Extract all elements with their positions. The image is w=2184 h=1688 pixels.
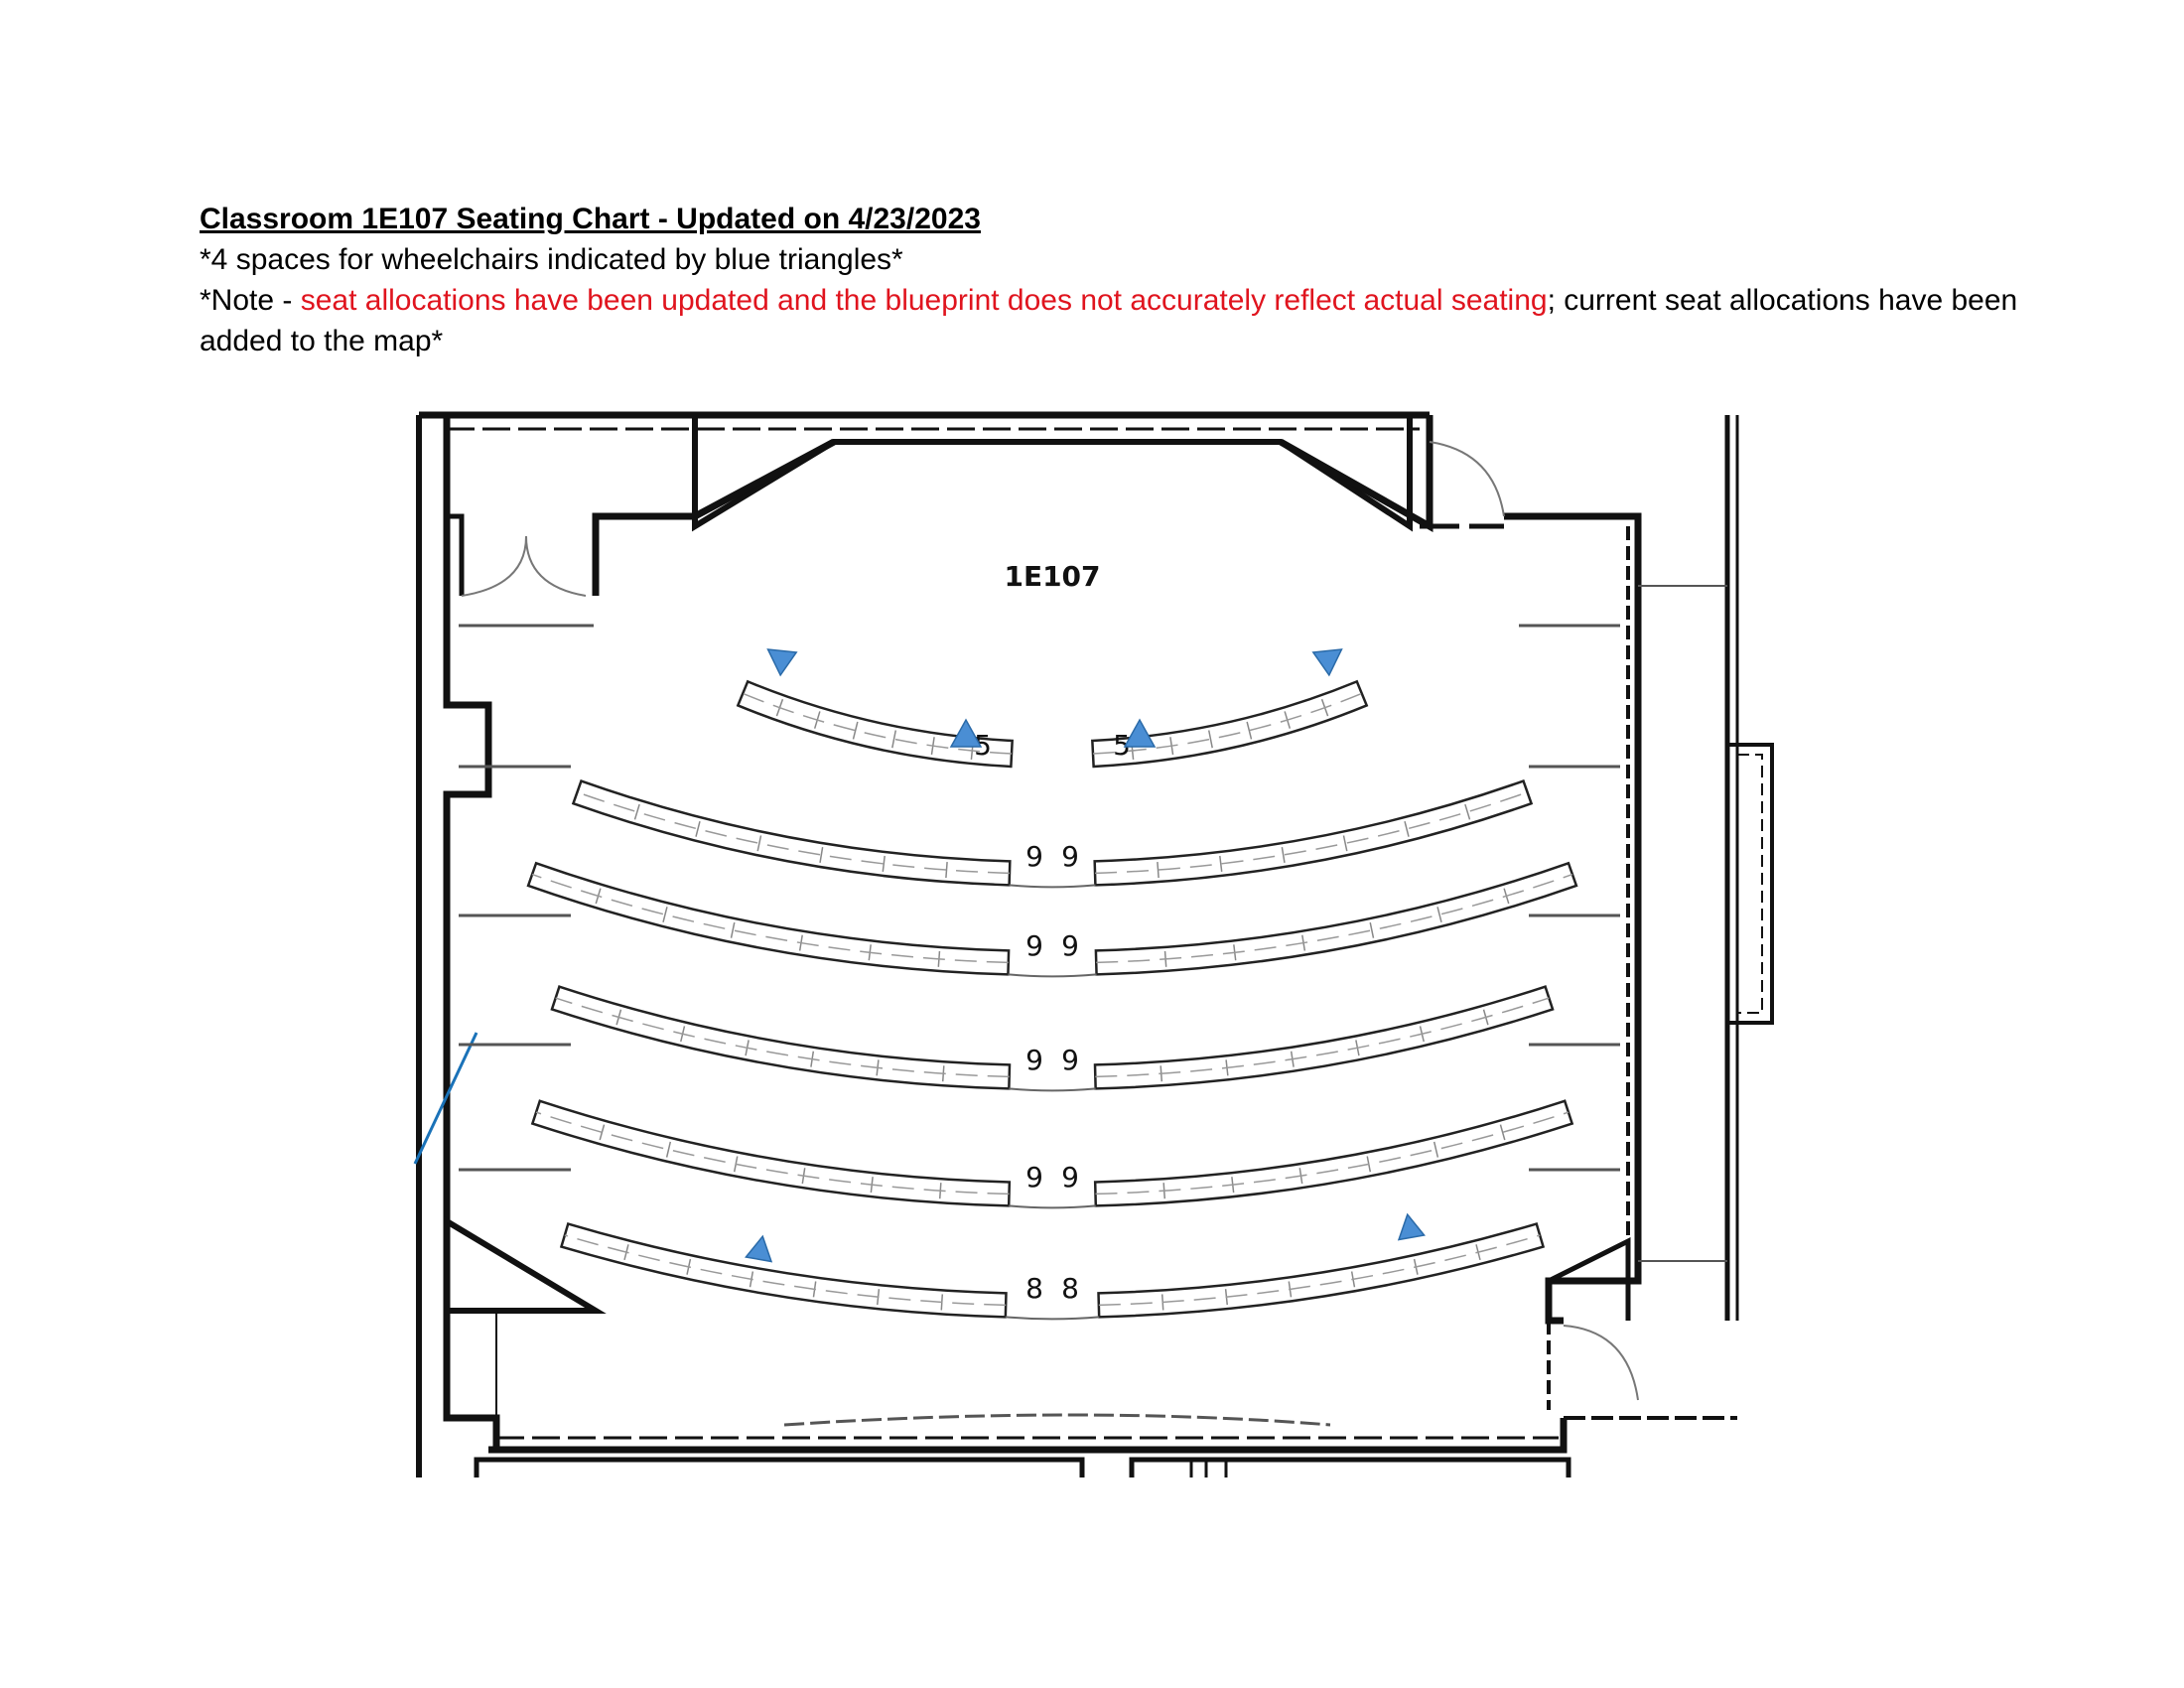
seat-divider	[1207, 730, 1213, 749]
row-1-right-count: 5	[1113, 729, 1131, 762]
row-connector	[1009, 1087, 1096, 1092]
seat-row-centerline	[535, 1111, 1010, 1196]
row-connector	[1009, 1204, 1096, 1209]
seat-divider	[819, 846, 824, 864]
stage-wall	[592, 438, 836, 596]
seat-row-centerline	[1096, 873, 1573, 964]
seat-divider	[891, 730, 897, 749]
right-wall	[1504, 512, 1642, 1325]
wheelchair-markers	[745, 648, 1426, 1263]
seat-divider	[852, 721, 859, 740]
seat-divider	[1433, 1141, 1439, 1158]
seat-divider	[665, 1141, 672, 1158]
seat-divider	[1157, 862, 1160, 879]
seat-divider	[662, 907, 668, 923]
row-3-left-count: 9	[1025, 929, 1043, 962]
seat-row-centerline	[742, 692, 1013, 755]
row-5-left-count: 9	[1025, 1161, 1043, 1194]
row-4-left-count: 9	[1025, 1044, 1043, 1076]
wheelchair-icon	[745, 1234, 773, 1263]
wheelchair-note: *4 spaces for wheelchairs indicated by b…	[200, 243, 903, 276]
seat-row-3-right	[1094, 861, 1578, 976]
row-connector	[1008, 973, 1097, 978]
page-header: Classroom 1E107 Seating Chart - Updated …	[200, 199, 2046, 361]
seat-divider	[945, 862, 948, 879]
seat-row-centerline	[1098, 1234, 1541, 1307]
row-6-left-count: 8	[1025, 1272, 1043, 1305]
seat-divider	[1436, 907, 1442, 923]
seat-divider	[1464, 803, 1471, 820]
seat-divider	[1499, 1124, 1506, 1141]
aisle-lines	[459, 624, 1620, 1172]
wheelchair-icon	[1311, 648, 1343, 677]
row-4-right-count: 9	[1061, 1044, 1079, 1076]
seat-divider	[730, 921, 736, 938]
seat-row-centerline	[577, 791, 1010, 875]
seat-divider	[882, 855, 886, 872]
note-warning: seat allocations have been updated and t…	[300, 284, 1548, 317]
seat-rows	[526, 679, 1578, 1321]
row-connector	[1005, 1316, 1100, 1321]
wheelchair-icon	[1123, 718, 1157, 748]
seat-row-4-right	[1093, 985, 1555, 1090]
row-3-right-count: 9	[1061, 929, 1079, 962]
note-prefix: *Note -	[200, 284, 301, 317]
seat-row-2-right	[1093, 778, 1534, 887]
seat-row-5-left	[530, 1099, 1012, 1207]
seat-row-centerline	[1095, 791, 1528, 875]
door-swing-bottom-right	[1563, 1325, 1639, 1401]
wheelchair-icon	[1397, 1212, 1426, 1241]
seat-row-1-right	[1091, 679, 1369, 769]
row-2-right-count: 9	[1061, 840, 1079, 873]
seat-row-3-left	[526, 861, 1011, 976]
seat-row-6-left	[559, 1221, 1008, 1319]
seat-divider	[1342, 835, 1348, 852]
seat-row-2-left	[571, 778, 1012, 887]
seat-divider	[1281, 846, 1286, 864]
seat-row-centerline	[1092, 692, 1363, 755]
seat-row-centerline	[531, 873, 1009, 964]
row-6-right-count: 8	[1061, 1272, 1079, 1305]
accent-line	[413, 1032, 478, 1165]
seat-row-4-left	[550, 985, 1012, 1090]
seat-row-centerline	[1095, 997, 1550, 1078]
seat-row-5-right	[1093, 1099, 1574, 1207]
seat-divider	[1404, 820, 1410, 837]
door-swing-top-right	[1429, 441, 1505, 517]
seat-row-centerline	[1095, 1111, 1570, 1196]
page-title: Classroom 1E107 Seating Chart - Updated …	[200, 203, 981, 235]
room-label: 1E107	[1004, 560, 1100, 593]
seat-divider	[695, 820, 701, 837]
row-2-left-count: 9	[1025, 840, 1043, 873]
row-5-right-count: 9	[1061, 1161, 1079, 1194]
seat-row-centerline	[564, 1234, 1007, 1307]
seat-divider	[756, 835, 762, 852]
wheelchair-icon	[766, 648, 798, 677]
seat-row-6-right	[1097, 1221, 1546, 1319]
seat-divider	[1369, 921, 1375, 938]
note-suffix: ; current seat allocations have been add…	[200, 284, 2018, 357]
seat-row-1-left	[736, 679, 1014, 769]
allocation-note: *Note - seat allocations have been updat…	[200, 280, 2046, 361]
door-swing-top-left	[461, 535, 587, 597]
row-1-left-count: 5	[974, 729, 992, 762]
seat-divider	[1246, 721, 1253, 740]
row-connector	[1009, 884, 1096, 889]
seat-divider	[633, 803, 640, 820]
seat-divider	[599, 1124, 606, 1141]
seat-divider	[1219, 855, 1223, 872]
wheelchair-icon	[949, 718, 983, 748]
seat-row-centerline	[555, 997, 1010, 1078]
